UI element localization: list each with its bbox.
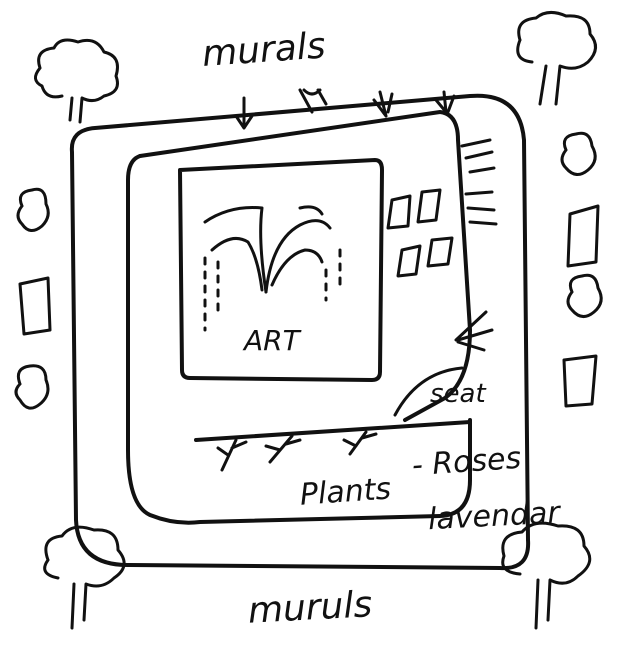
tree-top-left <box>35 40 117 122</box>
tree-bottom-left <box>45 527 124 628</box>
plant-row-line <box>196 422 470 440</box>
middle-path <box>140 112 470 420</box>
outer-right-features <box>562 133 601 406</box>
label-murals-bottom: muruls <box>247 584 373 631</box>
label-roses: - Roses <box>411 441 522 484</box>
bench-group-inner <box>388 190 452 276</box>
tree-bottom-right <box>503 523 590 628</box>
art-sculpture <box>205 207 340 330</box>
label-art: ART <box>242 324 302 357</box>
label-seat: seat <box>430 379 486 409</box>
label-murals-top: murals <box>201 25 327 75</box>
label-lavender: lavendar <box>427 495 562 537</box>
label-plants: Plants <box>299 471 392 512</box>
plant-sprigs-top <box>236 90 454 128</box>
tree-top-right <box>518 12 596 104</box>
plant-sprigs-right <box>456 140 496 350</box>
outer-left-features <box>16 189 50 408</box>
